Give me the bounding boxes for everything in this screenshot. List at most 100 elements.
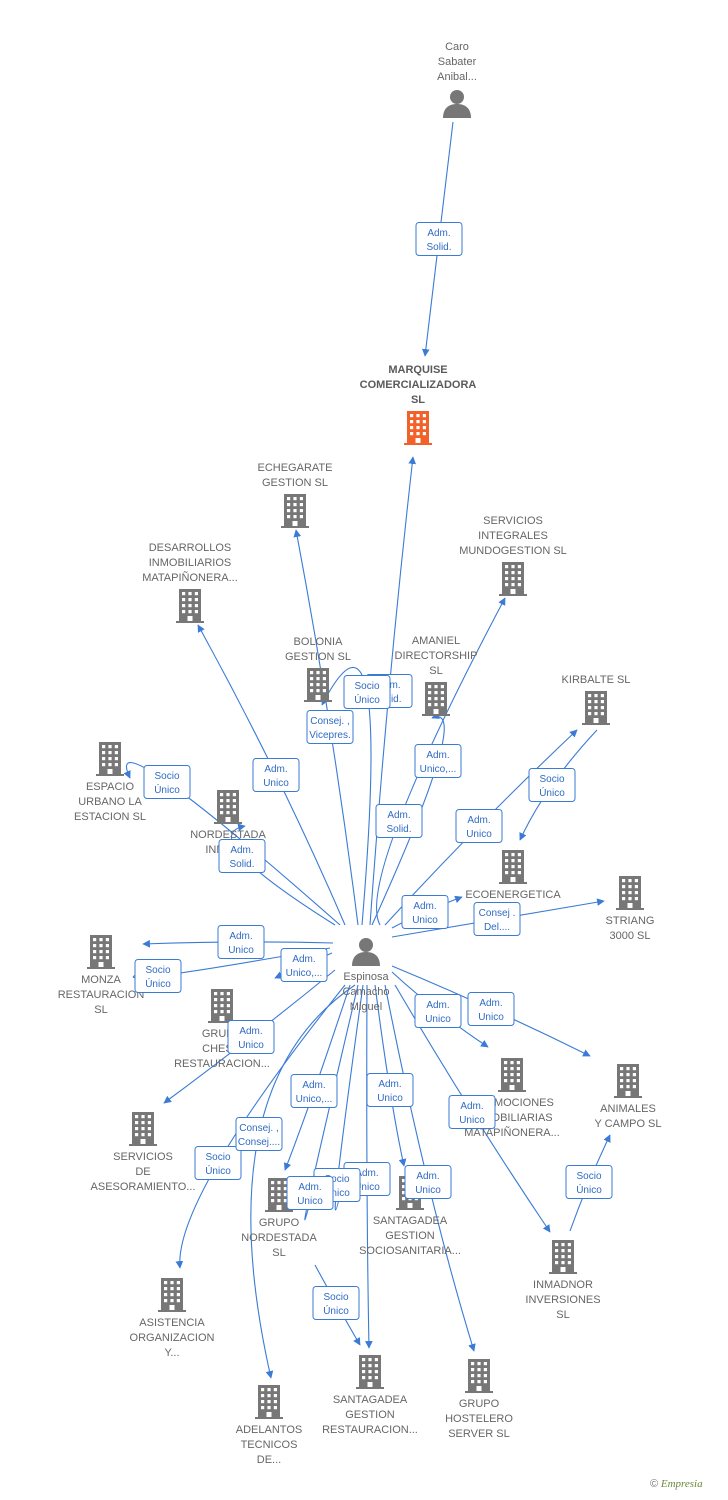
edge-label[interactable]: Adm.Unico <box>467 992 515 1026</box>
edge-label-line: Único <box>145 977 171 990</box>
edge-label-line: Adm. <box>416 1171 439 1182</box>
node-label-line: MARQUISE <box>388 364 447 376</box>
edge-label[interactable]: Adm.Solid. <box>375 804 423 838</box>
edge-label[interactable]: Consej. , Consej.... <box>235 1117 283 1151</box>
edge-label-line: Socio <box>323 1292 348 1303</box>
node-label-line: TECNICOS <box>241 1439 298 1451</box>
building-icon <box>96 742 124 776</box>
edge-label-line: Adm. <box>427 228 450 239</box>
edge-label-line: Socio <box>205 1152 230 1163</box>
edge-label-line: Unico <box>297 1196 323 1207</box>
copyright-symbol: © <box>650 1478 659 1490</box>
node-label-line: MATAPIÑONERA... <box>142 571 238 584</box>
edge-label[interactable]: Adm.Unico,... <box>280 948 328 982</box>
edge-label[interactable]: Adm.Unico <box>286 1176 334 1210</box>
edge-label[interactable]: Adm.Unico <box>227 1020 275 1054</box>
edge-label[interactable]: Adm.Unico <box>448 1095 496 1129</box>
edge-label-line: Unico,... <box>286 968 323 979</box>
node-servicios-ases[interactable]: SERVICIOSDEASESORAMIENTO... <box>91 1112 196 1193</box>
node-label-line: SERVICIOS <box>113 1151 173 1163</box>
edge-label[interactable]: Consej. ,Vicepres. <box>306 710 354 744</box>
node-adelantos[interactable]: ADELANTOSTECNICOSDE... <box>236 1385 302 1466</box>
edge-label-line: Adm. <box>460 1101 483 1112</box>
edge-label-line: Socio <box>324 1174 349 1185</box>
edge-label[interactable]: Adm.Solid. <box>218 839 266 873</box>
edge-label-line: Unico <box>377 1093 403 1104</box>
edge-label[interactable]: Adm.Unico <box>455 809 503 843</box>
edge-label[interactable]: Adm.Unico <box>404 1165 452 1199</box>
edge-label[interactable]: Adm.Unico,... <box>414 744 462 778</box>
node-label-line: GESTION SL <box>285 651 351 663</box>
edge-label-line: Consej. , <box>239 1123 278 1134</box>
node-label-line: ORGANIZACION <box>130 1332 215 1344</box>
edge-label-line: Adm. <box>426 1000 449 1011</box>
building-icon <box>87 935 115 969</box>
node-kirbalte[interactable]: KIRBALTE SL <box>562 674 631 725</box>
node-asistencia[interactable]: ASISTENCIAORGANIZACIONY... <box>130 1278 215 1359</box>
node-label-line: GESTION <box>385 1230 435 1242</box>
empresia-credit[interactable]: © Empresia <box>650 1478 703 1490</box>
edge-label-box <box>286 1176 334 1210</box>
edge-labels-layer: Adm.Solid.Adm.Solid.Consej. ,Vicepres.Ad… <box>134 222 613 1320</box>
edge-label-line: Unico <box>412 915 438 926</box>
node-santagadea-socio[interactable]: SANTAGADEA GESTION SOCIOSANITARIA... <box>359 1176 461 1257</box>
building-icon <box>549 1240 577 1274</box>
node-label-line: SOCIOSANITARIA... <box>359 1245 461 1257</box>
edge-label[interactable]: Adm.Unico <box>217 925 265 959</box>
edge-label[interactable]: Adm.Unico <box>366 1073 414 1107</box>
edge-label-line: Único <box>323 1304 349 1317</box>
node-label-line: DE <box>135 1166 150 1178</box>
edge-label[interactable]: Adm.Unico <box>401 895 449 929</box>
node-label-line: ESPACIO <box>86 781 135 793</box>
node-label-line: SL <box>272 1247 285 1259</box>
edge-label[interactable]: Adm. Solid. <box>415 222 463 256</box>
node-label-line: GESTION <box>345 1409 395 1421</box>
edge-label-box <box>414 744 462 778</box>
edge-label-line: Adm. <box>239 1026 262 1037</box>
building-icon <box>255 1385 283 1419</box>
edge-label[interactable]: Adm.Unico,... <box>290 1074 338 1108</box>
node-caro[interactable]: CaroSabaterAnibal... <box>437 41 477 118</box>
node-desarrollos[interactable]: DESARROLLOSINMOBILIARIOSMATAPIÑONERA... <box>142 542 238 623</box>
building-icon <box>281 494 309 528</box>
edge-label-line: Consej . <box>479 908 516 919</box>
edge-label[interactable]: Adm.Unico <box>414 994 462 1028</box>
edge-label-line: Adm. <box>264 764 287 775</box>
node-label-line: Caro <box>445 41 469 53</box>
node-label-line: ANIMALES <box>600 1103 656 1115</box>
edge-label-box <box>312 1286 360 1320</box>
edge-label[interactable]: Consej .Del.... <box>473 902 521 936</box>
edge-label-box <box>194 1146 242 1180</box>
node-label-line: SL <box>556 1309 569 1321</box>
node-label-line: COMERCIALIZADORA <box>360 379 477 391</box>
edge-label-line: Adm. <box>230 845 253 856</box>
node-label-line: ESTACION SL <box>74 811 146 823</box>
edge-label-box <box>134 959 182 993</box>
edge-label-line: Consej.... <box>238 1137 280 1148</box>
building-icon <box>356 1355 384 1389</box>
node-label-line: SANTAGADEA <box>373 1215 448 1227</box>
edge-label-line: Solid. <box>426 242 451 253</box>
node-santagadea-rest[interactable]: SANTAGADEAGESTIONRESTAURACION... <box>322 1355 418 1436</box>
edge-label[interactable]: Adm.Unico <box>252 758 300 792</box>
